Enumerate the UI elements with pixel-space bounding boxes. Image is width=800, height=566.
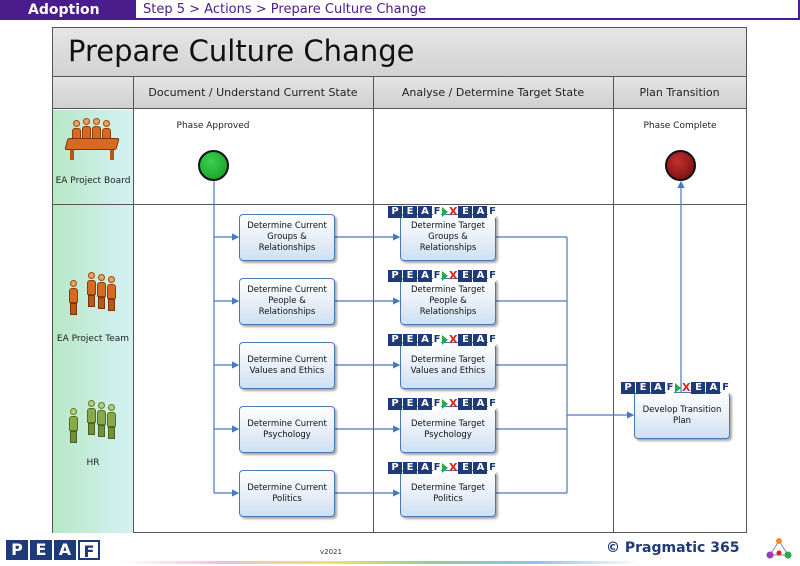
task-current-groups[interactable]: Determine Current Groups & Relationships <box>239 214 335 261</box>
board-meeting-icon <box>64 118 120 162</box>
lane-divider <box>53 204 746 205</box>
task-current-politics[interactable]: Determine Current Politics <box>239 470 335 517</box>
hr-icon <box>67 400 121 452</box>
column-header-transition: Plan Transition <box>613 77 746 109</box>
breadcrumb[interactable]: Step 5 > Actions > Prepare Culture Chang… <box>136 0 800 20</box>
brand-name: © Pragmatic 365 <box>606 540 740 556</box>
start-event[interactable] <box>198 150 229 181</box>
version-label: v2021 <box>320 548 342 556</box>
divider <box>133 77 134 532</box>
diagram-title: Prepare Culture Change <box>53 28 746 77</box>
divider <box>373 77 374 532</box>
task-target-people[interactable]: Determine Target People & Relationships <box>400 278 496 325</box>
brand-molecule-icon <box>766 538 792 559</box>
column-header-current: Document / Understand Current State <box>133 77 373 109</box>
column-header-target: Analyse / Determine Target State <box>373 77 613 109</box>
lane-name-board: EA Project Board <box>55 176 131 186</box>
task-current-people[interactable]: Determine Current People & Relationships <box>239 278 335 325</box>
top-bar: Adoption Step 5 > Actions > Prepare Cult… <box>0 0 800 22</box>
lane-name-team: EA Project Team <box>56 334 130 344</box>
lane-header-blank <box>53 77 133 109</box>
task-target-psychology[interactable]: Determine Target Psychology <box>400 406 496 453</box>
process-diagram: Prepare Culture Change Document / Unders… <box>52 27 747 533</box>
end-event[interactable] <box>665 150 696 181</box>
task-develop-transition-plan[interactable]: Develop Transition Plan <box>634 392 730 439</box>
lane-name-hr: HR <box>86 458 100 468</box>
team-icon <box>67 272 121 324</box>
divider <box>613 77 614 532</box>
task-target-politics[interactable]: Determine Target Politics <box>400 470 496 517</box>
footer-divider <box>120 561 640 564</box>
end-event-label: Phase Complete <box>643 121 717 131</box>
lane-label-team <box>53 205 133 533</box>
lane-label-board <box>53 110 133 204</box>
task-target-groups[interactable]: Determine Target Groups & Relationships <box>400 214 496 261</box>
section-tab[interactable]: Adoption <box>0 0 136 20</box>
task-target-values[interactable]: Determine Target Values and Ethics <box>400 342 496 389</box>
task-current-values[interactable]: Determine Current Values and Ethics <box>239 342 335 389</box>
task-current-psychology[interactable]: Determine Current Psychology <box>239 406 335 453</box>
connector-lines <box>213 180 685 497</box>
start-event-label: Phase Approved <box>176 121 250 131</box>
peaf-logo: P E A F <box>6 540 100 561</box>
